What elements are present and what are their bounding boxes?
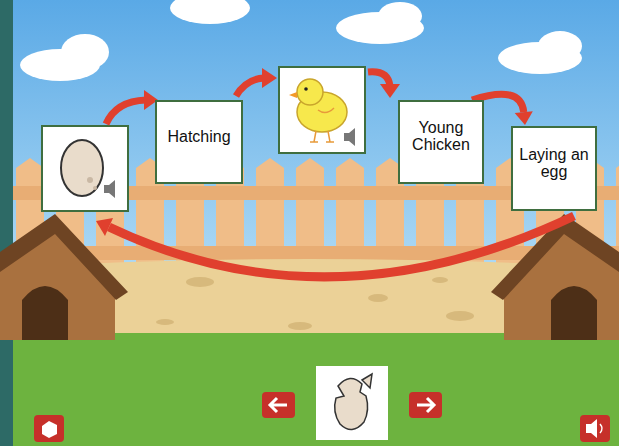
- cracked-egg: [335, 378, 368, 429]
- side-strip: [0, 0, 13, 446]
- cycle-arrows: [96, 68, 574, 277]
- dog-house: [491, 214, 619, 340]
- egg-picture: [61, 140, 103, 196]
- button: [409, 392, 442, 418]
- button: [34, 415, 64, 442]
- speaker-icon: [104, 180, 115, 198]
- card: [316, 366, 388, 440]
- pebble: [446, 311, 474, 321]
- chick-wing: [318, 108, 334, 113]
- chick-card: [279, 67, 365, 153]
- pebble: [432, 277, 448, 283]
- chick-eye: [304, 87, 308, 91]
- egg-card: [42, 126, 128, 211]
- stage-label: Hatching: [167, 129, 230, 146]
- cycle-arrow: [236, 78, 264, 96]
- picture-card: [42, 126, 128, 211]
- next-button: [409, 392, 442, 418]
- cycle-arrow: [368, 72, 390, 86]
- arrow-icon: [270, 398, 287, 412]
- menu-button: [34, 415, 64, 442]
- house-roof: [0, 214, 128, 300]
- chick-legs: [310, 131, 334, 142]
- sky: [0, 0, 619, 340]
- button: [262, 392, 295, 418]
- egg-speck: [93, 186, 97, 190]
- egg-speck: [87, 177, 93, 183]
- pebbles: [156, 277, 474, 330]
- cloud: [538, 31, 582, 61]
- menu-icon: [42, 421, 57, 438]
- answer-card: [316, 366, 388, 440]
- cloud: [170, 0, 250, 24]
- cloud: [61, 34, 109, 70]
- sound-button: [580, 415, 610, 442]
- arrow-head: [380, 84, 400, 98]
- cloud: [378, 2, 422, 30]
- arrow-icon: [417, 398, 434, 412]
- pebble: [368, 294, 388, 302]
- stage-box: Hatching: [155, 100, 243, 184]
- dog-house: [0, 214, 128, 340]
- speaker-icon: [586, 419, 597, 438]
- arrow-head: [96, 218, 113, 236]
- picture-card: [279, 67, 365, 153]
- prev-button: [262, 392, 295, 418]
- grass: [0, 333, 619, 446]
- arrow-head: [262, 68, 277, 88]
- shell-piece: [362, 374, 372, 388]
- pebble: [288, 322, 312, 330]
- stage-box: Laying an egg: [511, 126, 597, 211]
- return-arrow: [109, 216, 574, 277]
- chick-head: [297, 79, 323, 105]
- pebble: [186, 277, 214, 287]
- house-door: [22, 286, 68, 340]
- sound-wave: [600, 424, 602, 433]
- house-door: [551, 286, 597, 340]
- pebble: [156, 319, 174, 325]
- stage-box: Young Chicken: [398, 100, 484, 184]
- arrow-head: [515, 111, 533, 125]
- button: [580, 415, 610, 442]
- cycle-arrow: [106, 100, 146, 124]
- stage-label: Laying an egg: [517, 147, 591, 181]
- chick-beak: [289, 92, 297, 98]
- speaker-icon: [344, 128, 355, 146]
- stage-label: Young Chicken: [404, 120, 478, 154]
